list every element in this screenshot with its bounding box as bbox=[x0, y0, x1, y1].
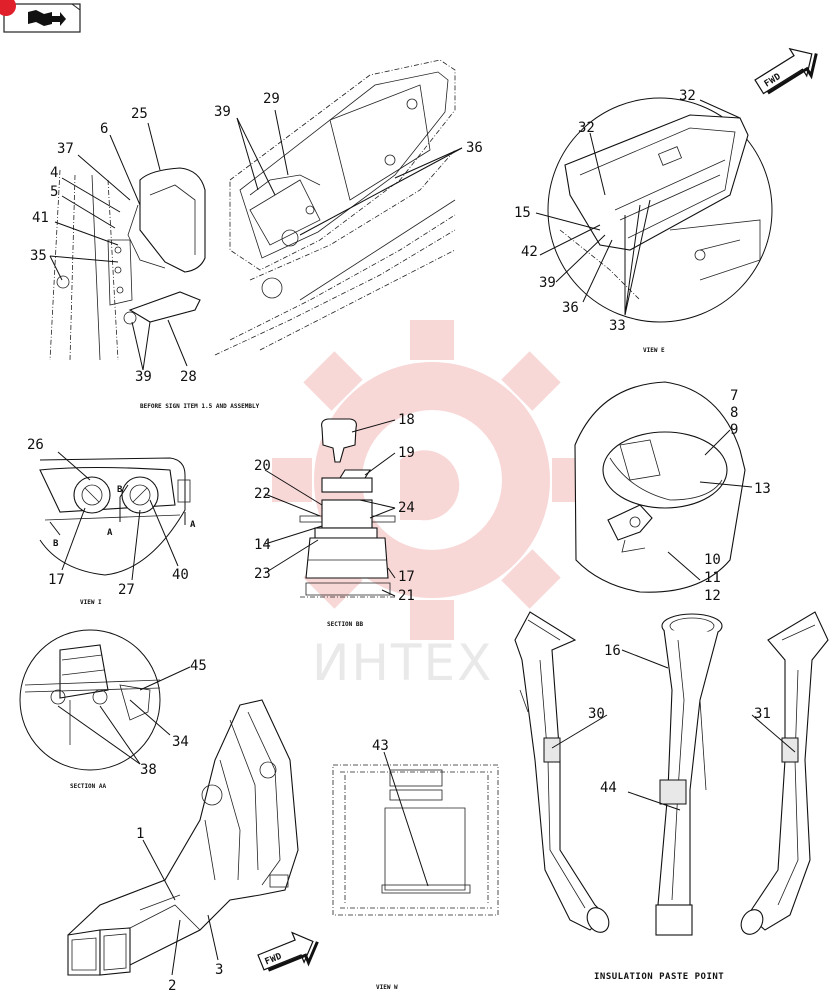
callout-8: 8 bbox=[730, 405, 738, 421]
callout-7: 7 bbox=[730, 388, 738, 404]
callout-27: 27 bbox=[118, 582, 135, 598]
top-left-view: 25 6 37 4 5 41 35 39 28 29 39 36 BEFORE … bbox=[30, 59, 483, 410]
callout-36: 36 bbox=[466, 140, 483, 156]
view-i: B B A A 26 17 27 40 VIEW I bbox=[27, 437, 196, 606]
gear-logo-icon bbox=[272, 320, 592, 640]
caption-before-sign: BEFORE SIGN ITEM 1.5 AND ASSEMBLY bbox=[140, 403, 260, 410]
callout-11: 11 bbox=[704, 570, 721, 586]
section-mark-a: A bbox=[107, 528, 113, 538]
callout-17: 17 bbox=[398, 569, 415, 585]
nav-back-button[interactable] bbox=[0, 0, 84, 34]
callout-37: 37 bbox=[57, 141, 74, 157]
callout-4: 4 bbox=[50, 165, 58, 181]
cup-holder: 7 8 9 13 10 11 12 bbox=[574, 381, 771, 604]
caption-view-e: VIEW E bbox=[643, 347, 665, 354]
callout-14: 14 bbox=[254, 537, 271, 553]
callout-5: 5 bbox=[50, 184, 58, 200]
callout-20: 20 bbox=[254, 458, 271, 474]
book-arrow-icon bbox=[28, 10, 66, 26]
callout-31: 31 bbox=[754, 706, 771, 722]
callout-32: 32 bbox=[578, 120, 595, 136]
callout-9: 9 bbox=[730, 422, 738, 438]
callout-30: 30 bbox=[588, 706, 605, 722]
section-aa: 45 34 38 SECTION AA bbox=[19, 629, 207, 790]
section-mark-b: B bbox=[53, 539, 59, 549]
watermark-text: ИНТЕХ bbox=[312, 634, 493, 692]
callout-29: 29 bbox=[263, 91, 280, 107]
callout-15: 15 bbox=[514, 205, 531, 221]
fwd-arrow-icon: FWD bbox=[754, 47, 818, 95]
view-w: 43 VIEW W bbox=[332, 738, 499, 991]
caption-insulation: INSULATION PASTE POINT bbox=[594, 972, 724, 982]
callout-32: 32 bbox=[679, 88, 696, 104]
callout-39: 39 bbox=[135, 369, 152, 385]
callout-1: 1 bbox=[136, 826, 144, 842]
caption-section-bb: SECTION BB bbox=[327, 621, 364, 628]
callout-16: 16 bbox=[604, 643, 621, 659]
caption-view-w: VIEW W bbox=[376, 984, 398, 991]
fwd-arrow-icon: FWD bbox=[257, 931, 319, 972]
callout-36: 36 bbox=[562, 300, 579, 316]
view-e: 32 32 15 42 39 36 33 VIEW E FWD bbox=[514, 47, 818, 354]
section-mark-b: B bbox=[117, 485, 123, 495]
callout-26: 26 bbox=[27, 437, 44, 453]
section-mark-a: A bbox=[190, 520, 196, 530]
callout-43: 43 bbox=[372, 738, 389, 754]
nav-icon-group bbox=[0, 0, 81, 33]
callout-38: 38 bbox=[140, 762, 157, 778]
callout-24: 24 bbox=[398, 500, 415, 516]
callout-13: 13 bbox=[754, 481, 771, 497]
callout-22: 22 bbox=[254, 486, 271, 502]
callout-44: 44 bbox=[600, 780, 617, 796]
caption-section-aa: SECTION AA bbox=[70, 783, 107, 790]
caption-view-i: VIEW I bbox=[80, 599, 102, 606]
callout-39: 39 bbox=[214, 104, 231, 120]
callout-18: 18 bbox=[398, 412, 415, 428]
callout-40: 40 bbox=[172, 567, 189, 583]
callout-28: 28 bbox=[180, 369, 197, 385]
callout-25: 25 bbox=[131, 106, 148, 122]
callout-42: 42 bbox=[521, 244, 538, 260]
callout-35: 35 bbox=[30, 248, 47, 264]
callout-6: 6 bbox=[100, 121, 108, 137]
callout-17: 17 bbox=[48, 572, 65, 588]
callout-34: 34 bbox=[172, 734, 189, 750]
callout-10: 10 bbox=[704, 552, 721, 568]
callout-33: 33 bbox=[609, 318, 626, 334]
callout-3: 3 bbox=[215, 962, 223, 978]
callout-19: 19 bbox=[398, 445, 415, 461]
callout-39: 39 bbox=[539, 275, 556, 291]
callout-45: 45 bbox=[190, 658, 207, 674]
pillar-duct: 1 2 3 FWD bbox=[67, 699, 319, 994]
callout-21: 21 bbox=[398, 588, 415, 604]
callout-2: 2 bbox=[168, 978, 176, 994]
section-bb: 18 19 20 22 24 14 23 17 21 SECTION BB bbox=[254, 412, 415, 628]
callout-41: 41 bbox=[32, 210, 49, 226]
nav-badge-icon bbox=[0, 0, 16, 16]
callout-23: 23 bbox=[254, 566, 271, 582]
callout-12: 12 bbox=[704, 588, 721, 604]
insulation-ducts: 16 30 31 44 INSULATION PASTE POINT bbox=[514, 611, 829, 982]
